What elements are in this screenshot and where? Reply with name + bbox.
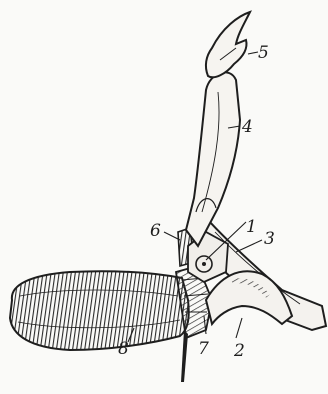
label-8: 8	[118, 339, 129, 359]
structure-2-arch	[206, 271, 292, 324]
leader-3	[236, 240, 262, 252]
leader-5	[248, 52, 258, 54]
structure-8-body	[10, 271, 189, 350]
label-7: 7	[198, 339, 209, 359]
structure-5-hook	[206, 12, 250, 77]
label-2: 2	[233, 341, 245, 361]
leader-2	[236, 318, 242, 338]
label-3: 3	[264, 229, 275, 249]
spike-stem	[181, 330, 188, 382]
label-1: 1	[246, 217, 257, 237]
label-6: 6	[150, 221, 161, 241]
label-4: 4	[241, 117, 253, 137]
structure-4-shaft	[186, 72, 240, 246]
label-5: 5	[258, 43, 269, 63]
